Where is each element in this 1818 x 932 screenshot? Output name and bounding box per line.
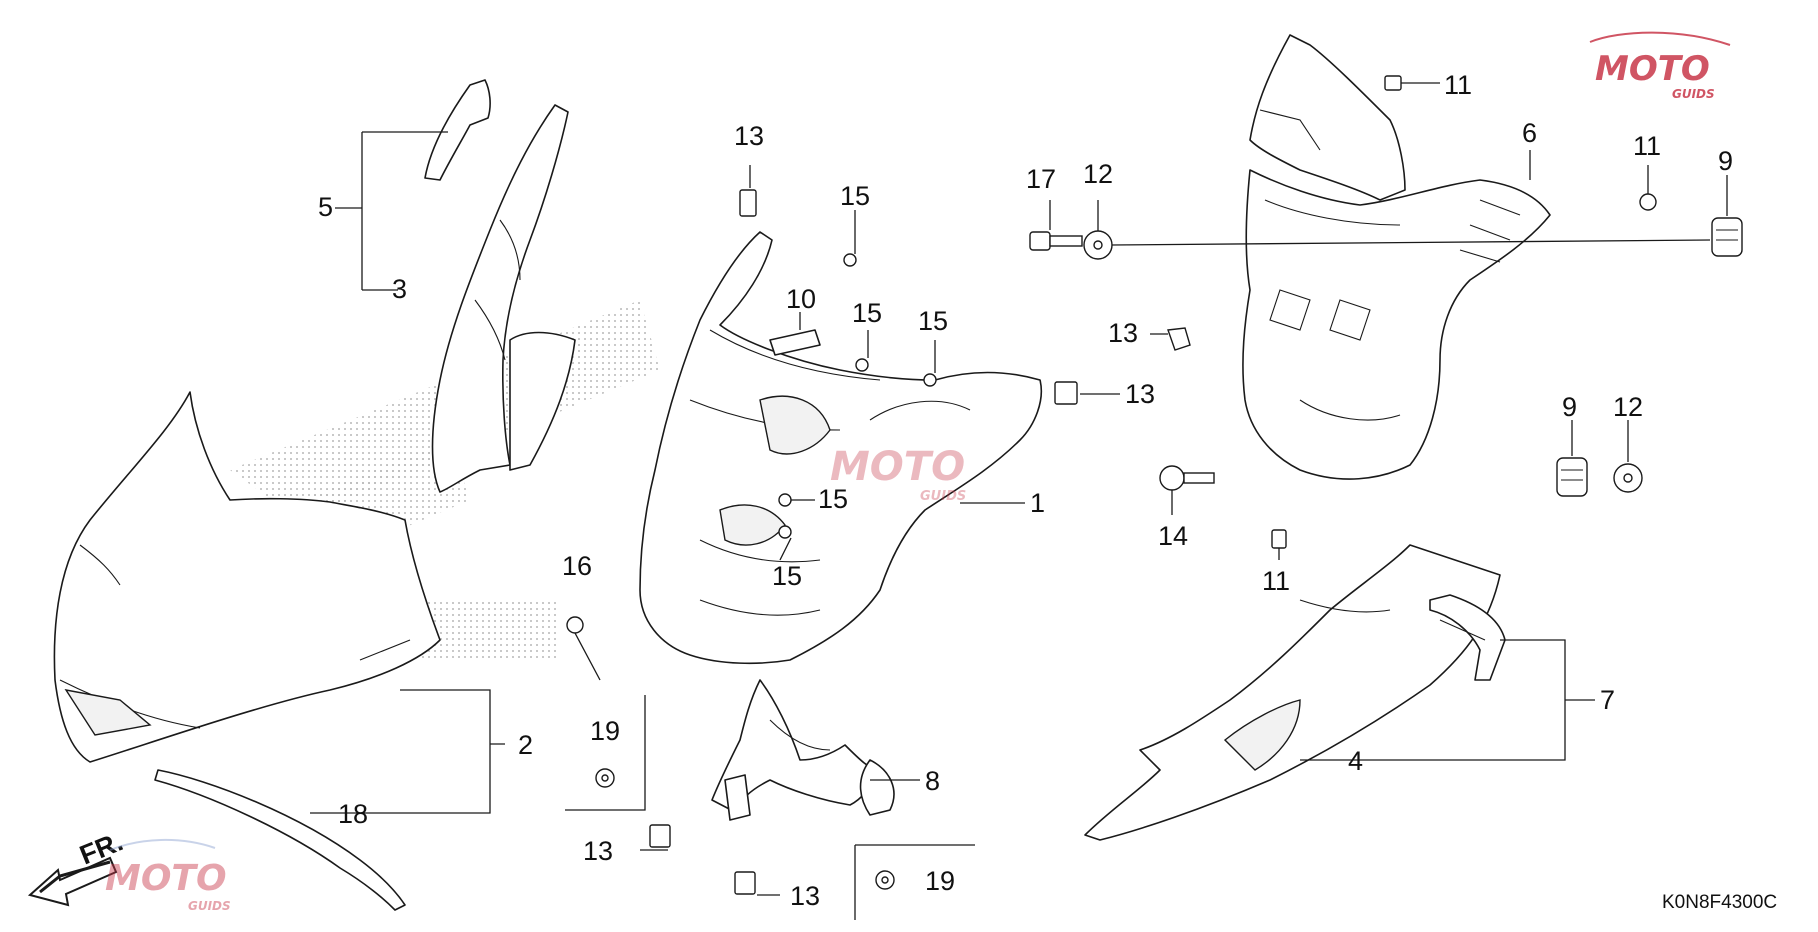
callout-14: 14 [1158, 521, 1188, 551]
screw-16 [566, 616, 584, 634]
callout-8: 8 [925, 766, 940, 796]
clip-13-bracket [1167, 327, 1191, 351]
callout-9: 9 [1718, 146, 1733, 176]
leader-lines [310, 82, 1728, 920]
diagram-code: K0N8F4300C [1662, 892, 1777, 913]
screw-15 [778, 253, 937, 539]
callout-19: 19 [925, 866, 955, 896]
watermark-logo-center: MOTO GUIDS [830, 444, 966, 504]
trim-strip-part-18 [154, 769, 406, 911]
bolt-11 [1271, 75, 1657, 549]
clip-13-bottom-a [649, 824, 671, 848]
callout-16: 16 [562, 551, 592, 581]
watermark-name: MOTO [1595, 49, 1710, 89]
callout-11: 11 [1262, 566, 1290, 596]
callout-15: 15 [772, 561, 802, 591]
inner-bracket-part-6 [1242, 34, 1551, 480]
callout-10: 10 [786, 284, 816, 314]
watermark-name: MOTO [830, 444, 965, 490]
clip-13-right [1054, 381, 1078, 405]
emblem-part-7 [1429, 594, 1506, 681]
callout-11: 11 [1444, 70, 1472, 100]
callout-13: 13 [790, 881, 820, 911]
callout-15: 15 [840, 181, 870, 211]
callout-1: 1 [1030, 488, 1045, 518]
windscreen-part-2 [53, 391, 441, 763]
watermark-sub: GUIDS [188, 899, 231, 913]
watermark-name: MOTO [105, 858, 227, 899]
nut-9-right [1556, 457, 1588, 497]
slot-part-10 [769, 329, 821, 356]
front-cowl-part-1 [639, 231, 1043, 665]
watermark-sub: GUIDS [1672, 87, 1715, 101]
callout-17: 17 [1026, 164, 1056, 194]
side-cover-part-3 [431, 104, 576, 493]
callout-7: 7 [1600, 685, 1615, 715]
bolt-14 [1159, 465, 1215, 491]
callout-5: 5 [318, 192, 333, 222]
callout-2: 2 [518, 730, 533, 760]
callout-15: 15 [852, 298, 882, 328]
watermark-logo-bottom: MOTO GUIDS [105, 838, 231, 913]
callout-12: 12 [1613, 392, 1643, 422]
side-cover-part-5 [424, 79, 491, 181]
bolt-17 [1029, 231, 1083, 251]
callout-15: 15 [918, 306, 948, 336]
callout-12: 12 [1083, 159, 1113, 189]
clip-13-top [739, 189, 757, 217]
watermark-logo-top: MOTO GUIDS [1589, 31, 1731, 101]
callout-13: 13 [583, 836, 613, 866]
callout-4: 4 [1348, 746, 1363, 776]
clip-13-bottom-b [734, 871, 756, 895]
callout-18: 18 [338, 799, 368, 829]
callout-3: 3 [392, 274, 407, 304]
callout-13: 13 [1108, 318, 1138, 348]
callout-13: 13 [1125, 379, 1155, 409]
lower-cover-part-8 [711, 679, 895, 821]
callout-11: 11 [1633, 131, 1661, 161]
side-fairing-part-4 [1084, 544, 1501, 841]
nut-9-top [1711, 217, 1743, 257]
callout-9: 9 [1562, 392, 1577, 422]
callout-13: 13 [734, 121, 764, 151]
callouts: 5 3 13 15 10 15 15 17 12 11 6 11 9 13 13… [318, 70, 1733, 911]
callout-6: 6 [1522, 118, 1537, 148]
callout-15: 15 [818, 484, 848, 514]
watermark-sub: GUIDS [920, 489, 966, 504]
callout-19: 19 [590, 716, 620, 746]
hardware [566, 75, 1743, 895]
